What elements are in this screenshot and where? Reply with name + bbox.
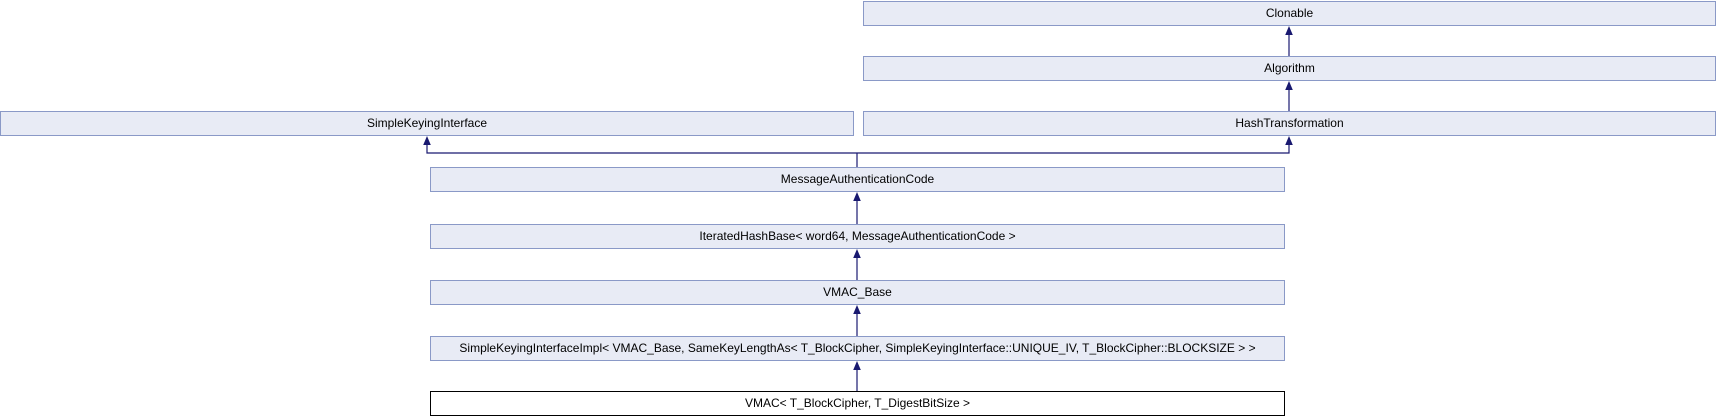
node-algorithm[interactable]: Algorithm	[863, 56, 1716, 81]
node-clonable[interactable]: Clonable	[863, 1, 1716, 26]
node-hash-transformation[interactable]: HashTransformation	[863, 111, 1716, 136]
node-message-authentication-code[interactable]: MessageAuthenticationCode	[430, 167, 1285, 192]
node-vmac-base[interactable]: VMAC_Base	[430, 280, 1285, 305]
node-simple-keying-interface-impl[interactable]: SimpleKeyingInterfaceImpl< VMAC_Base, Sa…	[430, 336, 1285, 361]
node-vmac-current-class: VMAC< T_BlockCipher, T_DigestBitSize >	[430, 391, 1285, 416]
node-iterated-hash-base[interactable]: IteratedHashBase< word64, MessageAuthent…	[430, 224, 1285, 249]
node-simple-keying-interface[interactable]: SimpleKeyingInterface	[0, 111, 854, 136]
